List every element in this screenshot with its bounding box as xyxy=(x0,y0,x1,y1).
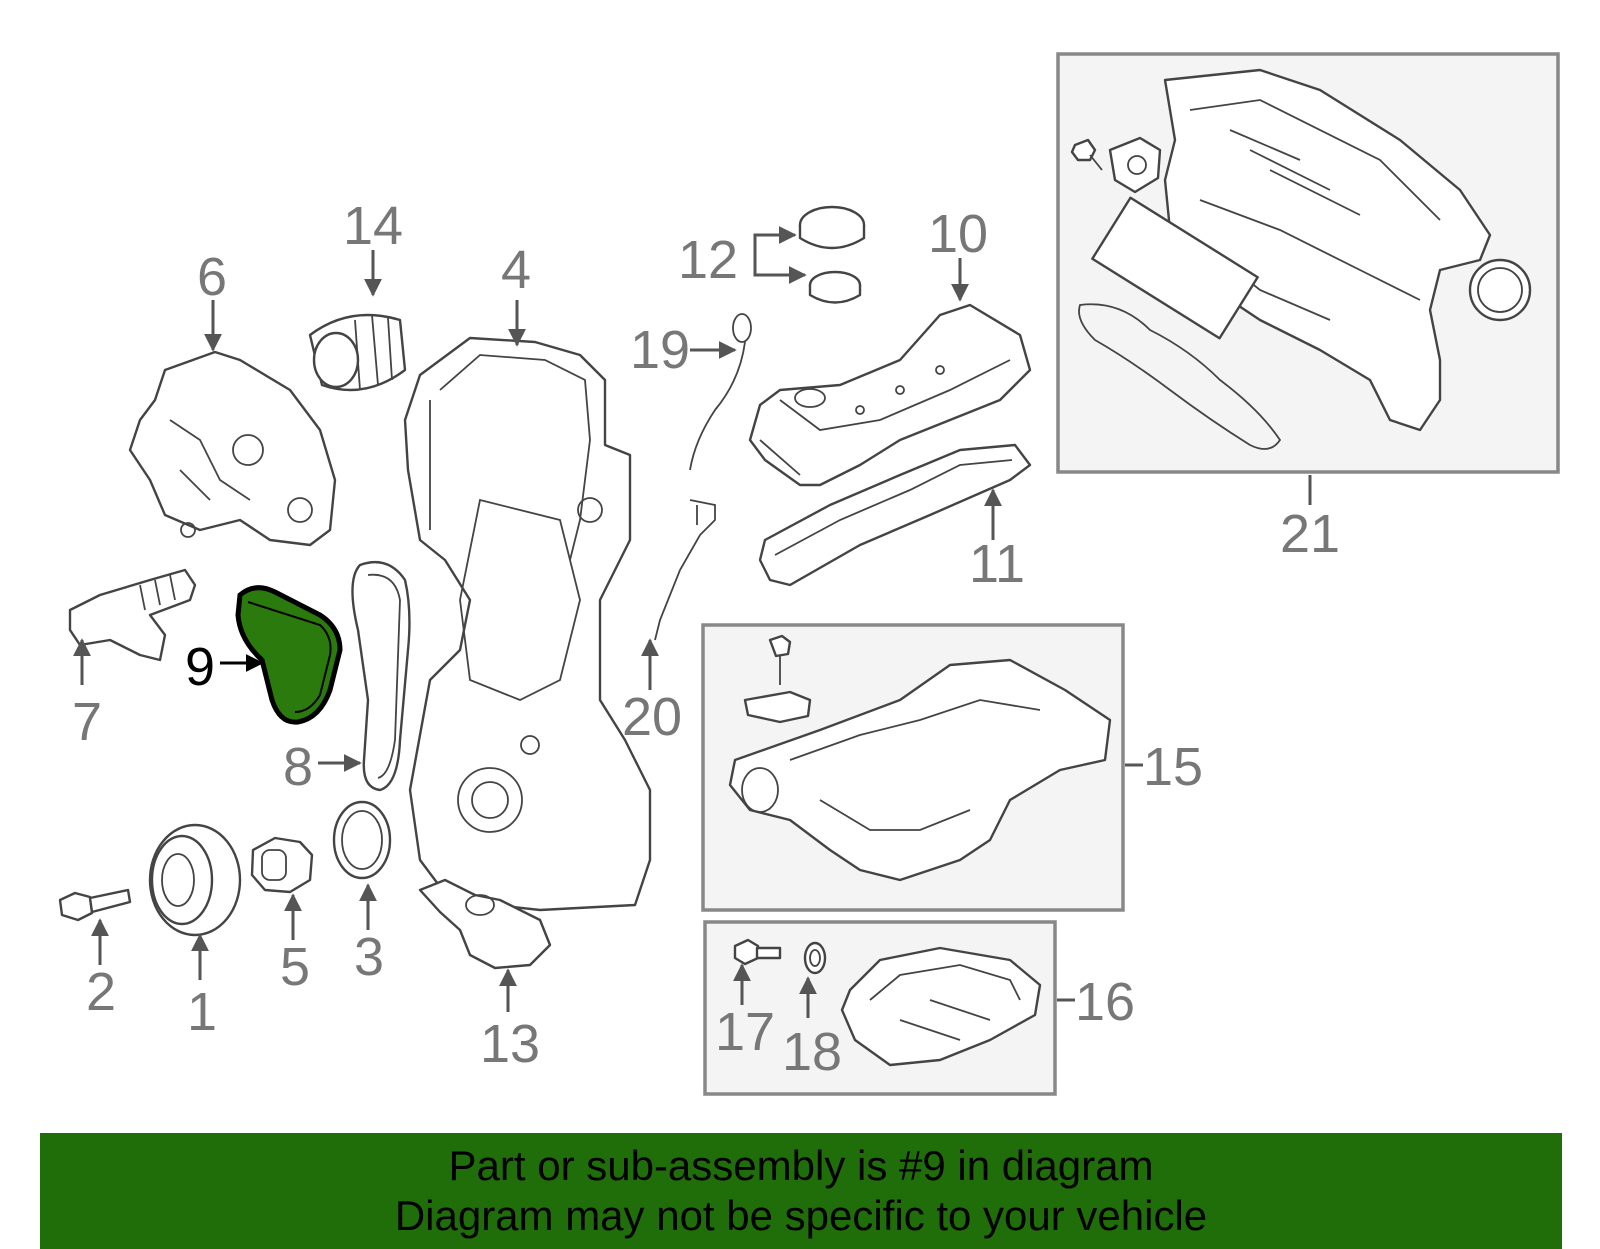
label-13: 13 xyxy=(480,1014,540,1074)
label-4: 4 xyxy=(501,240,531,300)
part-18-washer[interactable] xyxy=(803,941,827,975)
label-16: 16 xyxy=(1075,972,1135,1032)
part-14-oil-filter[interactable] xyxy=(308,313,407,392)
label-1: 1 xyxy=(187,982,217,1042)
label-20: 20 xyxy=(622,687,682,747)
label-14: 14 xyxy=(343,196,403,256)
part-1-crank-pulley[interactable] xyxy=(148,823,242,937)
label-12: 12 xyxy=(678,230,738,290)
part-7-solenoid[interactable] xyxy=(68,568,197,662)
label-10: 10 xyxy=(928,204,988,264)
part-10-valve-cover[interactable] xyxy=(748,303,1032,487)
part-11-gasket[interactable] xyxy=(758,443,1032,587)
label-2: 2 xyxy=(86,962,116,1022)
part-5-bushing[interactable] xyxy=(250,836,314,894)
part-12-oil-cap[interactable] xyxy=(798,205,866,304)
part-3-oil-seal[interactable] xyxy=(332,800,392,880)
label-18: 18 xyxy=(782,1022,842,1082)
label-7: 7 xyxy=(72,692,102,752)
label-17: 17 xyxy=(715,1002,775,1062)
part-21-intake-manifold[interactable] xyxy=(1070,68,1532,450)
part-20-dipstick-tube[interactable] xyxy=(654,499,716,641)
banner-line-1: Part or sub-assembly is #9 in diagram xyxy=(448,1142,1154,1189)
label-21: 21 xyxy=(1280,504,1340,564)
part-4-front-cover[interactable] xyxy=(403,336,652,912)
label-19: 19 xyxy=(630,320,690,380)
label-6: 6 xyxy=(197,247,227,307)
part-6-timing-cover[interactable] xyxy=(128,350,337,547)
part-19-dipstick[interactable] xyxy=(689,313,752,471)
info-banner: Part or sub-assembly is #9 in diagram Di… xyxy=(40,1133,1562,1249)
part-17-drain-bolt[interactable] xyxy=(733,938,782,966)
label-15: 15 xyxy=(1143,737,1203,797)
banner-line-2: Diagram may not be specific to your vehi… xyxy=(394,1192,1208,1239)
part-2-bolt[interactable] xyxy=(58,888,132,922)
label-5: 5 xyxy=(280,937,310,997)
label-9: 9 xyxy=(185,637,215,697)
label-3: 3 xyxy=(354,927,384,987)
part-8-timing-chain[interactable] xyxy=(351,560,411,792)
part-16-lower-oil-pan[interactable] xyxy=(840,946,1042,1067)
label-11: 11 xyxy=(969,534,1025,594)
part-13-strainer[interactable] xyxy=(418,878,552,970)
part-9-chain-guide[interactable] xyxy=(235,585,343,725)
part-15-upper-oil-pan[interactable] xyxy=(728,634,1112,882)
label-8: 8 xyxy=(283,737,313,797)
